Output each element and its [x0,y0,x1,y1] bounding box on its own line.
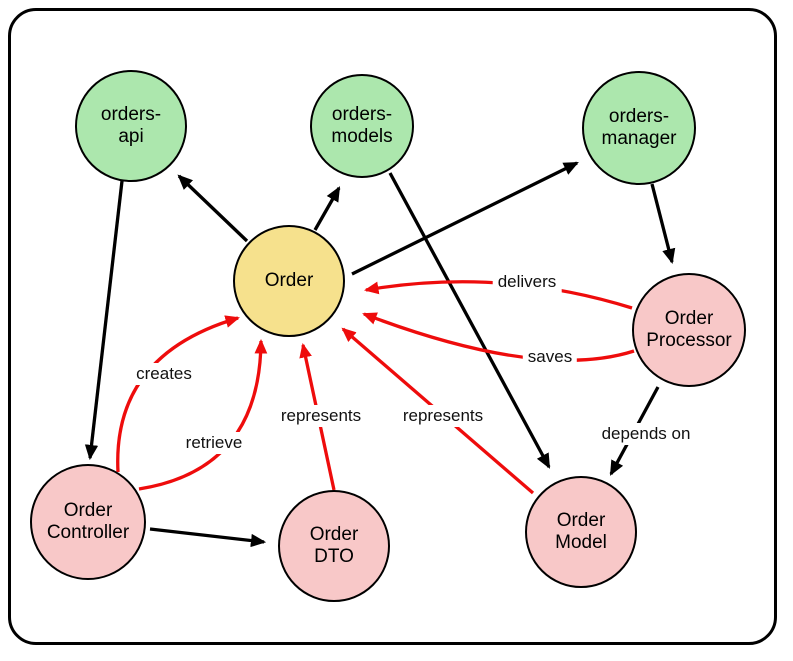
edge-order-controller-to-order-dto [149,527,267,548]
edge-order-to-orders-manager [351,161,579,276]
edge-orders-api-to-order-controller [84,180,124,461]
edge-order-to-orders-models [313,186,341,231]
edge-group [84,161,676,548]
edge-orders-manager-to-order-processor [650,183,676,265]
edge-orders-models-to-order-model [388,172,551,469]
edge-order-processor-saves-order [362,312,635,362]
edge-order-controller-creates-order [116,315,240,473]
edge-order-dto-represents-order [299,343,336,491]
edge-order-processor-delivers-order [363,280,633,310]
edge-order-to-orders-api [177,174,249,243]
edge-order-processor-to-order-model [609,386,660,476]
